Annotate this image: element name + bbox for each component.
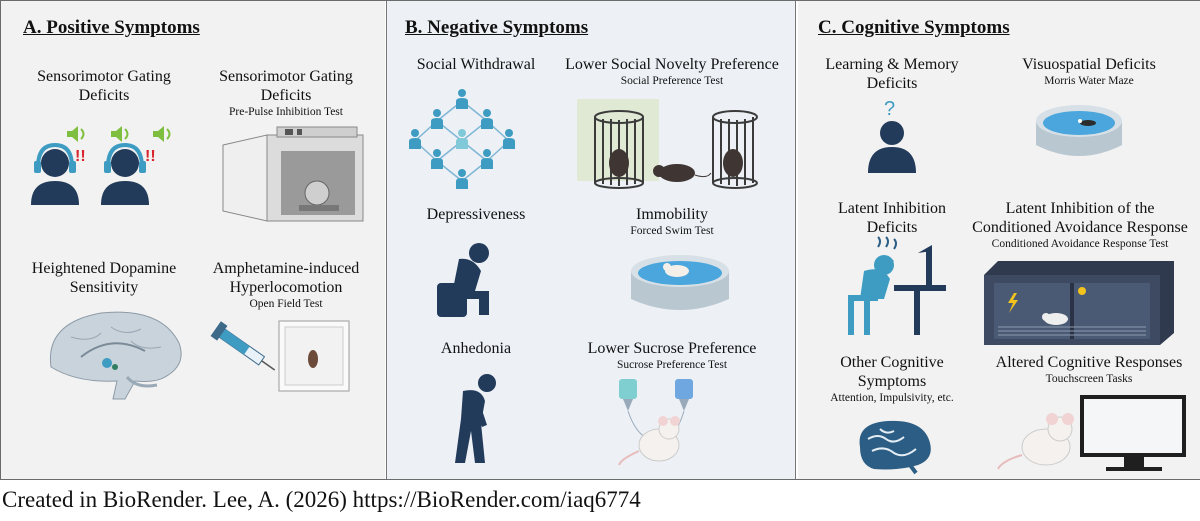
cell-test-name: Attention, Impulsivity, etc. [830, 392, 954, 404]
cell-test-name: Forced Swim Test [630, 225, 714, 237]
cell-label: Sensorimotor Gating Deficits [219, 68, 353, 104]
cell-visuospatial: Visuospatial Deficits Morris Water Maze [984, 55, 1194, 88]
cell-touchscreen: Altered Cognitive Responses Touchscreen … [984, 353, 1194, 386]
caption: Created in BioRender. Lee, A. (2026) htt… [2, 487, 641, 512]
cell-immobility: Immobility Forced Swim Test [557, 205, 787, 238]
cell-prepulse-inhibition: Sensorimotor Gating Deficits Pre-Pulse I… [196, 67, 376, 119]
forced-swim-tank-icon [627, 251, 733, 321]
cell-label: Visuospatial Deficits [1022, 56, 1156, 73]
cell-sensorimotor-gating: Sensorimotor Gating Deficits [19, 67, 189, 105]
sucrose-bottles-mouse-icon [613, 379, 733, 467]
brain-section-icon [41, 307, 191, 403]
cell-label: Lower Social Novelty Preference [565, 56, 779, 73]
question-mark: ? [884, 98, 895, 120]
cell-social-novelty: Lower Social Novelty Preference Social P… [557, 55, 787, 88]
cell-test-name: Conditioned Avoidance Response Test [991, 238, 1169, 250]
frustrated-desk-worker-icon [834, 236, 946, 337]
cell-label: Depressiveness [426, 206, 526, 223]
startle-chamber-icon [221, 126, 371, 223]
cell-test-name: Open Field Test [249, 298, 323, 310]
cell-label: Heightened Dopamine Sensitivity [31, 260, 177, 296]
cell-label: Amphetamine-induced Hyperlocomotion [212, 260, 360, 296]
alert-mark: !! [145, 148, 156, 165]
slumped-person-icon [443, 373, 503, 465]
person-icon [456, 169, 468, 189]
cell-test-name: Morris Water Maze [1044, 75, 1134, 87]
cell-other-cognitive: Other Cognitive Symptoms Attention, Impu… [812, 353, 972, 405]
person-icon [456, 89, 468, 109]
panel-title: B. Negative Symptoms [405, 17, 589, 38]
brain-lines-icon [854, 419, 936, 475]
cell-label: Anhedonia [440, 340, 512, 357]
cell-label: Sensorimotor Gating Deficits [37, 68, 171, 104]
cell-test-name: Sucrose Preference Test [616, 359, 728, 371]
cell-latent-inhibition: Latent Inhibition Deficits [812, 199, 972, 237]
cell-label: Learning & Memory Deficits [825, 56, 959, 92]
person-icon [431, 109, 443, 129]
cell-test-name: Social Preference Test [620, 75, 724, 87]
cell-depressiveness: Depressiveness [401, 205, 551, 224]
panel-positive-symptoms: A. Positive Symptoms Sensorimotor Gating… [1, 1, 385, 479]
person-icon [481, 149, 493, 169]
shuttle-box-icon [984, 255, 1176, 345]
person-icon [481, 109, 493, 129]
cell-label: Social Withdrawal [416, 56, 536, 73]
figure: A. Positive Symptoms Sensorimotor Gating… [0, 0, 1200, 480]
alert-mark: !! [75, 148, 86, 165]
cell-conditioned-avoidance: Latent Inhibition of the Conditioned Avo… [962, 199, 1198, 251]
cell-anhedonia: Anhedonia [401, 339, 551, 358]
panel-negative-symptoms: B. Negative Symptoms Social Withdrawal L… [386, 1, 796, 479]
cell-label: Latent Inhibition Deficits [838, 200, 946, 236]
cell-label: Lower Sucrose Preference [587, 340, 757, 357]
cell-label: Altered Cognitive Responses [995, 354, 1183, 371]
cell-label: Immobility [636, 206, 708, 223]
cell-dopamine-sensitivity: Heightened Dopamine Sensitivity [19, 259, 189, 297]
cell-social-withdrawal: Social Withdrawal [401, 55, 551, 74]
cell-sucrose-preference: Lower Sucrose Preference Sucrose Prefere… [557, 339, 787, 372]
cell-label: Other Cognitive Symptoms [840, 354, 944, 390]
person-icon [456, 129, 468, 149]
panel-title: A. Positive Symptoms [23, 17, 200, 38]
social-preference-cages-icon [577, 99, 777, 189]
cell-test-name: Pre-Pulse Inhibition Test [229, 106, 343, 118]
social-network-icon [407, 85, 517, 189]
cell-learning-memory: Learning & Memory Deficits [812, 55, 972, 93]
person-icon [409, 129, 421, 149]
sitting-depressed-person-icon [433, 239, 513, 317]
panel-cognitive-symptoms: C. Cognitive Symptoms Learning & Memory … [798, 1, 1200, 479]
cell-label: Latent Inhibition of the Conditioned Avo… [972, 200, 1188, 236]
cell-test-name: Touchscreen Tasks [1045, 373, 1133, 385]
person-icon [503, 129, 515, 149]
panel-title: C. Cognitive Symptoms [818, 17, 1010, 38]
person-icon [431, 149, 443, 169]
syringe-open-field-icon [210, 319, 355, 392]
confused-person-icon: ? [864, 97, 920, 175]
water-maze-icon [1034, 99, 1124, 167]
cell-hyperlocomotion: Amphetamine-induced Hyperlocomotion Open… [196, 259, 376, 311]
mouse-touchscreen-icon [994, 391, 1190, 473]
headphone-listeners-icon: !! !! [25, 125, 195, 209]
